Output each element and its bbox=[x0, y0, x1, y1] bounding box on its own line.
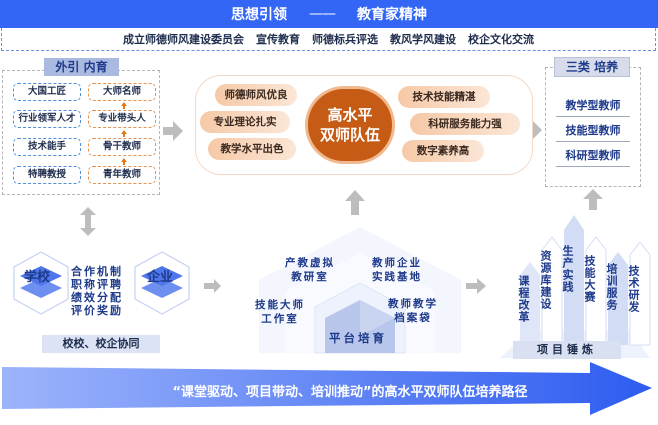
project-item: 技术研发 bbox=[627, 265, 640, 313]
mechanism-item: 合作机制 bbox=[71, 265, 123, 278]
subheader-item: 教风学风建设 bbox=[390, 33, 456, 46]
trait-pill: 数字素养高 bbox=[402, 140, 484, 162]
internal-item: 专业带头人 bbox=[88, 110, 156, 128]
talent-panel-title: 外引 内育 bbox=[44, 58, 119, 76]
platform-item: 产教虚拟 教研室 bbox=[285, 256, 335, 284]
training-panel-title: 三类 培养 bbox=[554, 57, 630, 77]
platform-item: 教师企业 实践基地 bbox=[372, 256, 422, 284]
platform-item: 教师教学 档案袋 bbox=[388, 297, 438, 325]
core-line: 高水平 bbox=[327, 106, 373, 124]
external-item: 技术能手 bbox=[13, 138, 81, 156]
arrow-right-icon bbox=[466, 278, 486, 294]
platform-item-line: 教师企业 bbox=[372, 257, 422, 269]
platform-item-line: 教研室 bbox=[291, 271, 329, 283]
up-arrow-icon bbox=[123, 106, 125, 109]
header-right: 教育家精神 bbox=[357, 7, 427, 23]
platform-item-line: 教师教学 bbox=[388, 298, 438, 310]
path-banner-arrow bbox=[2, 362, 652, 415]
project-item: 资源库建设 bbox=[539, 250, 552, 310]
talent-panel: 大国工匠 行业领军人才 技术能手 特聘教授 大师名师 专业带头人 骨干教师 青年… bbox=[2, 70, 160, 195]
arrow-up-icon bbox=[583, 189, 603, 210]
arrow-right-icon bbox=[163, 121, 183, 141]
trait-pill: 专业理论扎实 bbox=[200, 111, 290, 133]
core-line: 双师队伍 bbox=[319, 126, 380, 144]
school-label: 学校 bbox=[24, 270, 51, 285]
external-item: 行业领军人才 bbox=[13, 110, 81, 128]
project-item: 课程改革 bbox=[517, 275, 530, 323]
internal-item: 大师名师 bbox=[88, 83, 156, 101]
subheader-item: 成立师德师风建设委员会 bbox=[123, 33, 244, 46]
subheader-item: 师德标兵评选 bbox=[312, 33, 378, 46]
path-banner-text: “课堂驱动、项目带动、培训推动”的高水平双师队伍培养路径 bbox=[172, 385, 528, 400]
header-banner: 思想引领 —— 教育家精神 bbox=[0, 0, 658, 28]
platform-item-line: 实践基地 bbox=[372, 271, 422, 283]
platform-label: 平台培育 bbox=[329, 331, 387, 345]
project-item: 培训服务 bbox=[605, 263, 618, 311]
enterprise-label: 企业 bbox=[147, 270, 174, 285]
platform-item-line: 档案袋 bbox=[394, 312, 432, 324]
platform-item-line: 产教虚拟 bbox=[285, 257, 335, 269]
up-arrow-icon bbox=[123, 134, 125, 137]
mechanism-list: 合作机制 职称评聘 绩效分配 评价奖励 bbox=[71, 265, 123, 317]
up-arrow-icon bbox=[121, 102, 127, 106]
arrow-updown-icon bbox=[80, 207, 96, 236]
arrow-right-icon bbox=[204, 279, 221, 293]
training-item: 教学型教师 bbox=[556, 97, 630, 117]
header-left: 思想引领 bbox=[231, 7, 287, 23]
internal-item: 青年教师 bbox=[88, 166, 156, 184]
mechanism-item: 职称评聘 bbox=[71, 278, 123, 291]
mechanism-item: 评价奖励 bbox=[71, 304, 123, 317]
training-item: 科研型教师 bbox=[556, 147, 630, 167]
collaboration-label: 校校、校企协同 bbox=[42, 335, 160, 353]
trait-pill: 科研服务能力强 bbox=[410, 113, 520, 135]
trait-pill: 技术技能精湛 bbox=[398, 86, 490, 108]
mechanism-item: 绩效分配 bbox=[71, 291, 123, 304]
training-item: 技能型教师 bbox=[556, 122, 630, 142]
external-item: 特聘教授 bbox=[13, 166, 81, 184]
subheader-item: 校企文化交流 bbox=[468, 33, 534, 46]
internal-item: 骨干教师 bbox=[88, 138, 156, 156]
subheader-bar: 成立师德师风建设委员会 宣传教育 师德标兵评选 教风学风建设 校企文化交流 bbox=[1, 28, 656, 51]
subheader-item: 宣传教育 bbox=[256, 33, 300, 46]
trait-pill: 教学水平出色 bbox=[208, 138, 296, 160]
up-arrow-icon bbox=[121, 158, 127, 162]
arrow-up-icon bbox=[345, 190, 365, 215]
platform-house-icon bbox=[259, 227, 461, 354]
external-item: 大国工匠 bbox=[13, 83, 81, 101]
platform-item: 技能大师 工作室 bbox=[255, 298, 305, 326]
up-arrow-icon bbox=[123, 162, 125, 165]
up-arrow-icon bbox=[121, 130, 127, 134]
platform-item-line: 技能大师 bbox=[255, 299, 305, 311]
school-hex-icon bbox=[13, 251, 69, 315]
platform-item-line: 工作室 bbox=[261, 313, 299, 325]
core-team-circle: 高水平 双师队伍 bbox=[305, 86, 395, 164]
project-item: 技能大赛 bbox=[583, 255, 596, 303]
trait-pill: 师德师风优良 bbox=[215, 84, 297, 106]
project-item: 生产实践 bbox=[561, 245, 574, 293]
header-dash: —— bbox=[309, 6, 336, 22]
enterprise-hex-icon bbox=[134, 251, 190, 315]
projects-label: 项目锤炼 bbox=[513, 341, 621, 359]
